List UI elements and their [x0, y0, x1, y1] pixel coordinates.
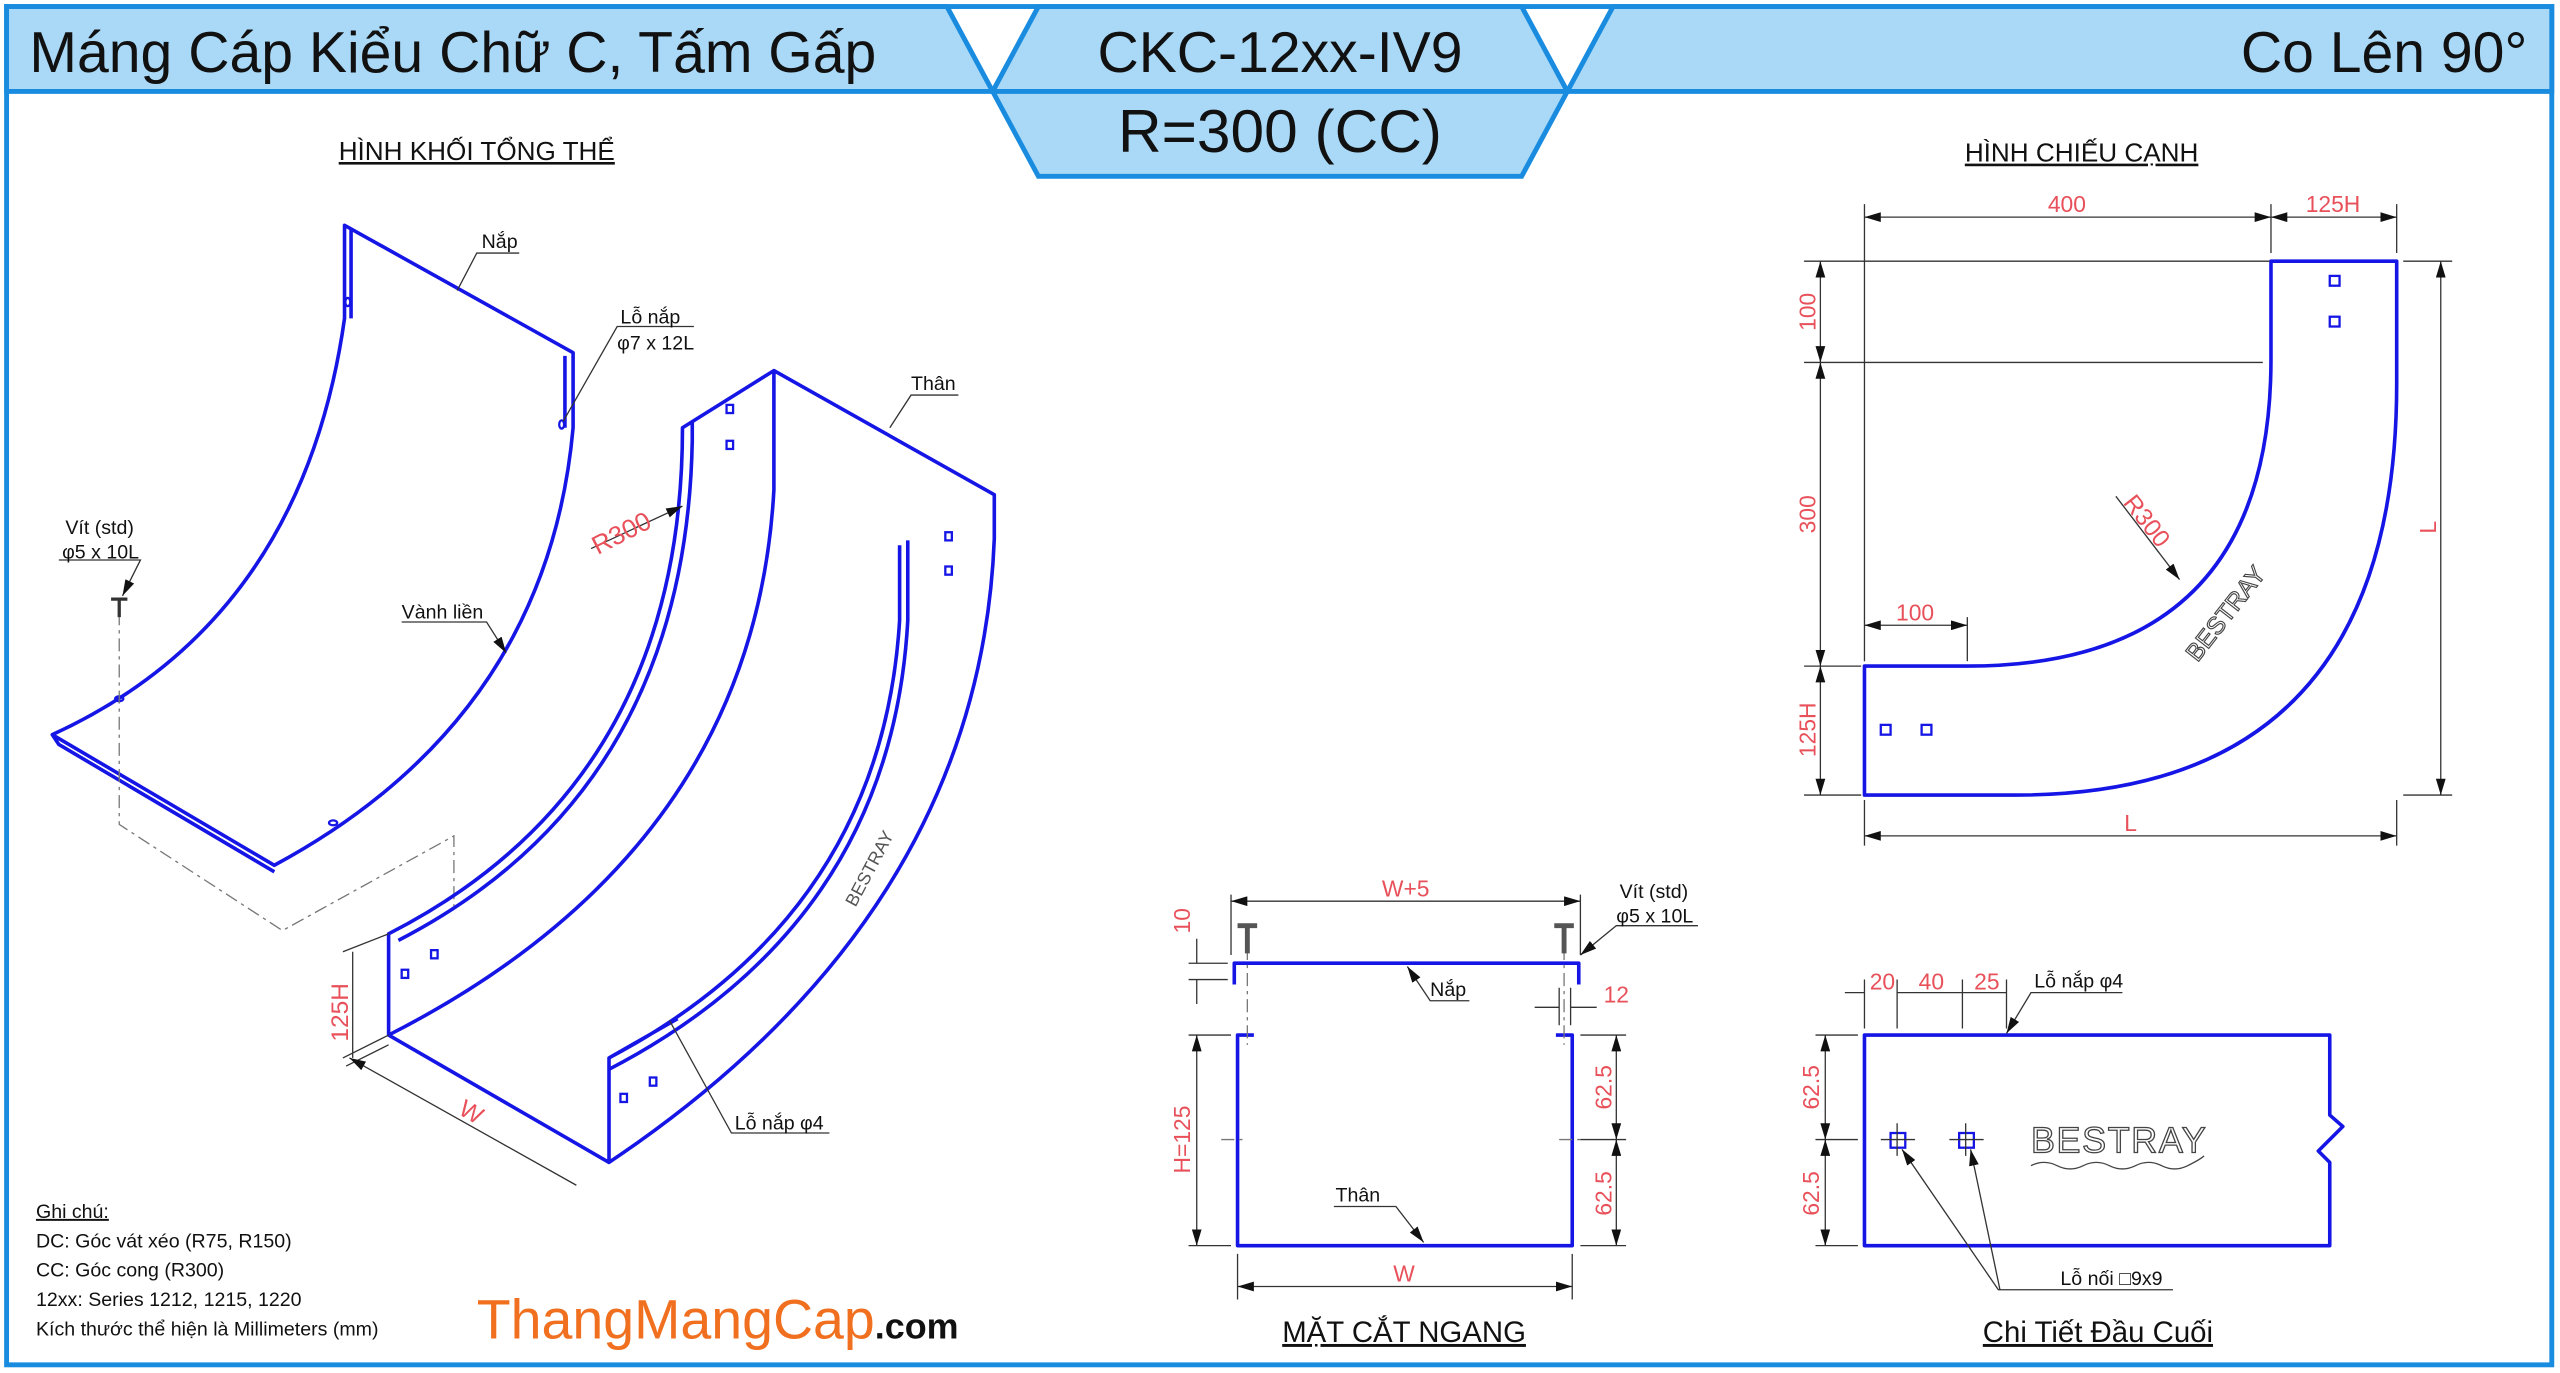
lid-part	[50, 223, 575, 874]
title-block: Máng Cáp Kiểu Chữ C, Tấm Gấp CKC-12xx-IV…	[4, 4, 2555, 179]
dim-62-5-bottom: 62.5	[1590, 1171, 1616, 1215]
end-dim-62-5-bottom: 62.5	[1798, 1171, 1824, 1215]
body-part	[386, 368, 997, 1165]
sheet-title: Máng Cáp Kiểu Chữ C, Tấm Gấp	[29, 21, 876, 85]
side-view-title: HÌNH CHIẾU CẠNH	[1965, 138, 2199, 168]
lid-hole-size: φ7 x 12L	[617, 332, 694, 354]
dim-100-h: 100	[1896, 599, 1934, 625]
screw-icon	[111, 597, 128, 618]
radius-label: R300	[587, 505, 656, 560]
site-logo[interactable]: ThangMangCap.com	[477, 1289, 959, 1351]
side-profile	[1862, 259, 2399, 797]
end-dim-62-5-top: 62.5	[1798, 1065, 1824, 1109]
cover-hole-label: Lỗ nắp φ4	[735, 1112, 824, 1135]
notes-heading: Ghi chú:	[36, 1201, 109, 1223]
notes: Ghi chú: DC: Góc vát xéo (R75, R150) CC:…	[36, 1201, 379, 1341]
logo-main: ThangMangCap	[477, 1289, 875, 1351]
dim-w: W	[1393, 1261, 1415, 1287]
note-line: DC: Góc vát xéo (R75, R150)	[36, 1230, 292, 1252]
lid-section	[1232, 961, 1581, 985]
lid-label: Nắp	[482, 230, 518, 253]
sheet-frame	[4, 4, 2555, 1368]
body-section	[1235, 1033, 1575, 1248]
dim-20: 20	[1870, 968, 1895, 994]
model-code: CKC-12xx-IV9	[1097, 21, 1462, 85]
section-lid-label: Nắp	[1430, 978, 1466, 1001]
height-label: 125H	[327, 983, 354, 1041]
dim-l-bottom: L	[2124, 810, 2137, 836]
svg-text:ThangMangCap.com: ThangMangCap.com	[477, 1289, 959, 1351]
end-brand-mark: BESTRAY	[2031, 1120, 2207, 1161]
cross-section-title: MẶT CẮT NGANG	[1282, 1315, 1526, 1349]
iso-view: HÌNH KHỐI TỔNG THỂ BESTRAY Nắp Lỗ nắp φ7…	[50, 136, 997, 1186]
dim-40: 40	[1919, 968, 1944, 994]
dim-l-right: L	[2415, 521, 2441, 534]
note-line: Kích thước thể hiện là Millimeters (mm)	[36, 1318, 379, 1340]
dim-300: 300	[1794, 495, 1820, 533]
dim-400: 400	[2048, 191, 2086, 217]
screw-label: Vít (std)	[65, 517, 134, 539]
rim-label: Vành liền	[402, 602, 484, 624]
fitting-type: Co Lên 90°	[2241, 21, 2527, 85]
iso-view-title: HÌNH KHỐI TỔNG THỂ	[339, 136, 615, 166]
section-body-label: Thân	[1336, 1185, 1381, 1207]
logo-suffix: .com	[875, 1306, 959, 1347]
dim-h-125: H=125	[1169, 1106, 1195, 1174]
dim-12: 12	[1604, 981, 1629, 1007]
dim-25: 25	[1974, 968, 1999, 994]
dim-w-plus-5: W+5	[1382, 875, 1430, 901]
end-cover-hole-label: Lỗ nắp φ4	[2034, 970, 2123, 993]
note-line: CC: Góc cong (R300)	[36, 1260, 224, 1282]
note-line: 12xx: Series 1212, 1215, 1220	[36, 1289, 302, 1311]
dim-62-5-top: 62.5	[1590, 1065, 1616, 1109]
screw-size: φ5 x 10L	[62, 541, 139, 563]
screw-left-icon	[1237, 923, 1258, 954]
side-radius-label: R300	[2118, 490, 2175, 553]
screw-right-icon	[1554, 923, 1574, 954]
dim-125h-top: 125H	[2306, 191, 2361, 217]
cross-section: MẶT CẮT NGANG W+5 10 12 H=125 62.5 62.5 …	[1169, 875, 1698, 1349]
end-detail: Chi Tiết Đầu Cuối BESTRAY 20 40 25 Lỗ nắ…	[1798, 968, 2345, 1349]
section-screw-size: φ5 x 10L	[1616, 905, 1693, 927]
joint-hole-label: Lỗ nối □9x9	[2060, 1267, 2162, 1290]
side-view: HÌNH CHIẾU CẠNH 400 125H 100 300 125H 10…	[1794, 138, 2453, 846]
lid-hole-label: Lỗ nắp	[620, 305, 680, 328]
end-detail-title: Chi Tiết Đầu Cuối	[1983, 1316, 2213, 1349]
width-label: W	[454, 1095, 488, 1130]
section-screw-label: Vít (std)	[1620, 881, 1689, 903]
dim-125h-left: 125H	[1794, 702, 1820, 757]
dim-100-v: 100	[1794, 293, 1820, 331]
radius-spec: R=300 (CC)	[1118, 97, 1442, 165]
dim-10: 10	[1169, 908, 1195, 933]
side-brand-mark: BESTRAY	[2181, 561, 2271, 666]
end-plate	[1862, 1033, 2345, 1248]
body-label: Thân	[911, 373, 956, 395]
